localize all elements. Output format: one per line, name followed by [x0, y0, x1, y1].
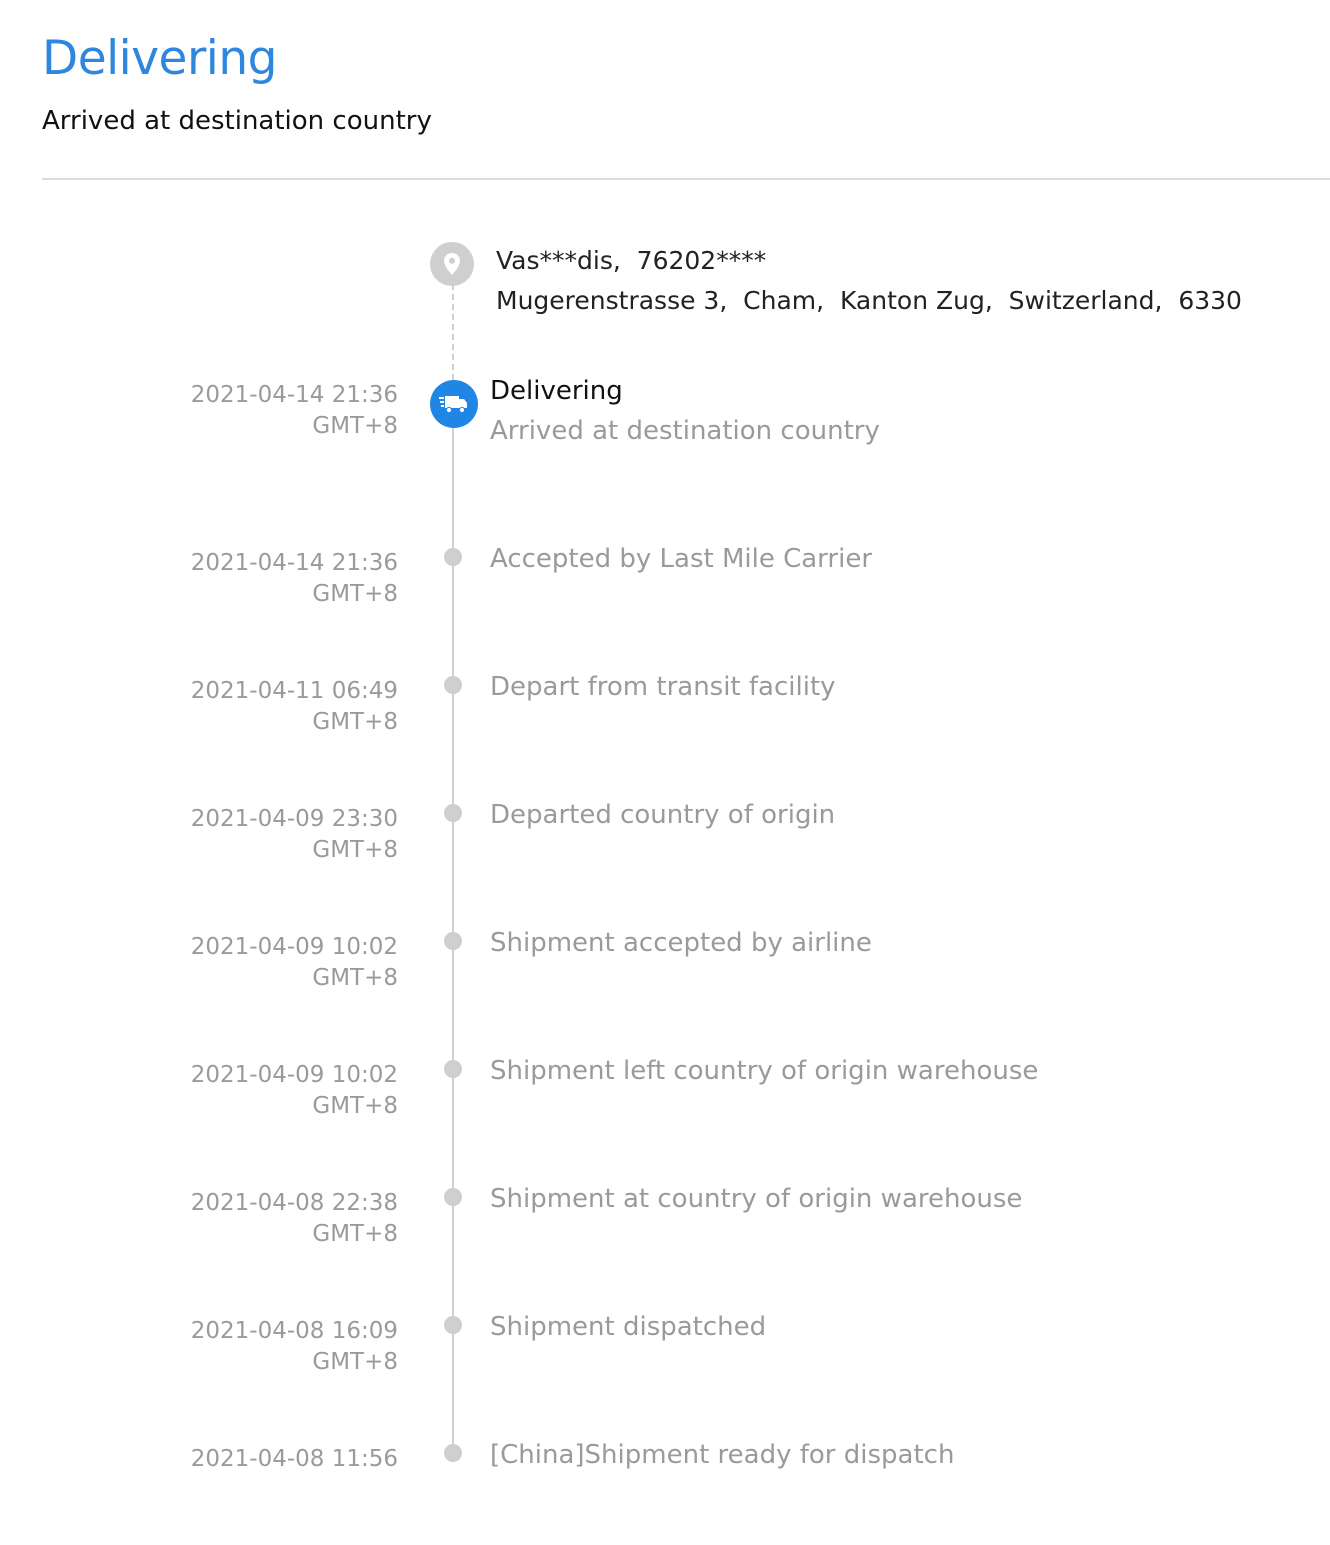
- location-pin-icon: [430, 242, 474, 286]
- event-description: Shipment accepted by airline: [490, 928, 872, 958]
- event-date: 2021-04-09 10:02: [190, 1062, 398, 1088]
- status-subtitle: Arrived at destination country: [42, 106, 432, 136]
- timeline-dot: [444, 548, 462, 566]
- delivery-truck-icon: [430, 380, 478, 428]
- recipient-address: Mugerenstrasse 3, Cham, Kanton Zug, Swit…: [496, 286, 1242, 315]
- event-description: Accepted by Last Mile Carrier: [490, 544, 873, 574]
- current-event-time: 2021-04-14 21:36 GMT+8: [150, 380, 398, 442]
- event-time: 2021-04-11 06:49 GMT+8: [150, 676, 398, 738]
- timeline-dashed-connector: [452, 284, 454, 380]
- event-time: 2021-04-09 10:02 GMT+8: [150, 1060, 398, 1122]
- event-timezone: GMT+8: [312, 1093, 398, 1119]
- timeline-dot: [444, 932, 462, 950]
- timeline-dot: [444, 1316, 462, 1334]
- event-time: 2021-04-08 16:09 GMT+8: [150, 1316, 398, 1378]
- event-time: 2021-04-09 23:30 GMT+8: [150, 804, 398, 866]
- event-date: 2021-04-11 06:49: [190, 678, 398, 704]
- event-date: 2021-04-14 21:36: [190, 382, 398, 408]
- event-date: 2021-04-08 16:09: [190, 1318, 398, 1344]
- event-timezone: GMT+8: [312, 1349, 398, 1375]
- event-date: 2021-04-08 22:38: [190, 1190, 398, 1216]
- current-event-title: Delivering: [490, 376, 623, 406]
- event-description: Shipment dispatched: [490, 1312, 767, 1342]
- event-timezone: GMT+8: [312, 709, 398, 735]
- recipient-name: Vas***dis, 76202****: [496, 246, 767, 275]
- event-timezone: GMT+8: [312, 965, 398, 991]
- timeline-dot: [444, 1188, 462, 1206]
- divider: [42, 178, 1330, 180]
- event-timezone: GMT+8: [312, 581, 398, 607]
- event-date: 2021-04-09 23:30: [190, 806, 398, 832]
- event-time: 2021-04-08 11:56: [150, 1444, 398, 1475]
- event-description: Shipment at country of origin warehouse: [490, 1184, 1023, 1214]
- event-timezone: GMT+8: [312, 413, 398, 439]
- event-date: 2021-04-08 11:56: [190, 1446, 398, 1472]
- event-date: 2021-04-14 21:36: [190, 550, 398, 576]
- timeline-dot: [444, 804, 462, 822]
- event-time: 2021-04-09 10:02 GMT+8: [150, 932, 398, 994]
- event-time: 2021-04-14 21:36 GMT+8: [150, 548, 398, 610]
- event-description: [China]Shipment ready for dispatch: [490, 1440, 955, 1470]
- timeline-dot: [444, 1444, 462, 1462]
- current-event-description: Arrived at destination country: [490, 416, 880, 446]
- timeline-dot: [444, 676, 462, 694]
- status-title: Delivering: [42, 31, 277, 86]
- event-description: Depart from transit facility: [490, 672, 836, 702]
- event-date: 2021-04-09 10:02: [190, 934, 398, 960]
- event-timezone: GMT+8: [312, 1221, 398, 1247]
- event-description: Shipment left country of origin warehous…: [490, 1056, 1039, 1086]
- event-time: 2021-04-08 22:38 GMT+8: [150, 1188, 398, 1250]
- event-timezone: GMT+8: [312, 837, 398, 863]
- event-description: Departed country of origin: [490, 800, 836, 830]
- timeline-dot: [444, 1060, 462, 1078]
